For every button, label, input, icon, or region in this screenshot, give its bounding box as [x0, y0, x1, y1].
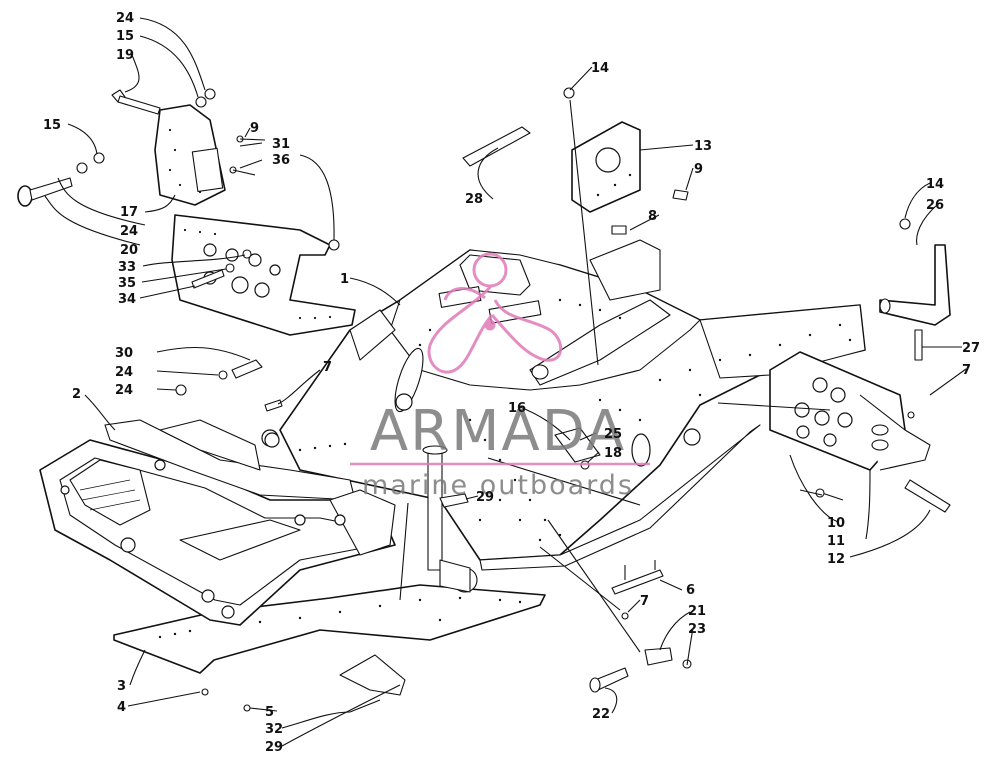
callout-29: 29: [476, 490, 494, 505]
callout-4: 4: [117, 700, 126, 715]
callout-28: 28: [465, 192, 483, 207]
washer-15b: [195, 96, 207, 108]
leader-lines: [44, 17, 967, 747]
mount-plate: [171, 214, 356, 336]
floor-plate: [113, 584, 546, 674]
bolt-29: [439, 493, 469, 508]
box-bracket: [589, 239, 661, 301]
bolt-19: [111, 89, 161, 115]
callout-32: 31: [272, 137, 290, 152]
bolt-27: [914, 329, 923, 361]
callout-6: 6: [686, 583, 695, 598]
callout-3: 3: [117, 679, 126, 694]
callout-9: 9: [694, 162, 703, 177]
callout-32: 32: [265, 722, 283, 737]
callout-7: 7: [962, 363, 971, 378]
callout-36: 36: [272, 153, 290, 168]
bolt-20: [17, 177, 73, 207]
callout-14: 14: [926, 177, 944, 192]
callout-23: 23: [688, 622, 706, 637]
callout-21: 21: [688, 604, 706, 619]
screw-4: [201, 688, 209, 696]
footrest-11: [769, 351, 931, 471]
washer-15a: [93, 152, 105, 164]
callout-10: 10: [827, 516, 845, 531]
callout-35: 35: [118, 276, 136, 291]
nut-14a: [563, 87, 575, 99]
plate-12: [904, 479, 951, 513]
callout-13: 13: [694, 139, 712, 154]
bracket-21: [644, 647, 673, 666]
callout-34: 34: [118, 292, 136, 307]
washer-24b: [218, 370, 228, 380]
callout-12: 12: [827, 552, 845, 567]
bolt-30: [231, 359, 263, 379]
callout-2: 2: [72, 387, 81, 402]
screw-5: [243, 704, 251, 712]
callout-33: 33: [118, 260, 136, 275]
watermark-tagline: marine outboards: [362, 470, 634, 501]
nut-33: [242, 249, 252, 259]
pin-7b: [621, 612, 629, 620]
callout-15: 15: [116, 29, 134, 44]
callout-14: 14: [591, 61, 609, 76]
pin-10: [821, 492, 844, 501]
watermark-name: ARMADA: [370, 399, 626, 464]
callout-22: 22: [592, 707, 610, 722]
callout-24: 24: [115, 365, 133, 380]
callouts: 24 15 19 15 9 31 36 17 24 20 33 35 34 1 …: [43, 11, 980, 755]
nut-24: [204, 88, 216, 100]
pin-7a: [264, 399, 283, 412]
callout-8: 8: [648, 209, 657, 224]
callout-15: 15: [43, 118, 61, 133]
callout-24: 24: [120, 224, 138, 239]
callout-30: 30: [115, 346, 133, 361]
pin-7c: [907, 411, 915, 419]
steering-bracket: [154, 104, 226, 206]
callout-26: 26: [926, 198, 944, 213]
washer-24a: [76, 162, 88, 174]
callout-31: 29: [265, 740, 283, 755]
callout-18: 18: [604, 446, 622, 461]
callout-16: 16: [508, 401, 526, 416]
callout-27: 27: [962, 341, 980, 356]
suspension-frame: [39, 419, 396, 626]
callout-24: 24: [115, 383, 133, 398]
bracket-13: [571, 121, 641, 213]
callout-19: 19: [116, 48, 134, 63]
callout-7: 7: [323, 360, 332, 375]
callout-11: 11: [827, 534, 845, 549]
callout-25: 25: [604, 427, 622, 442]
washer-35: [225, 263, 235, 273]
parts-drawing: [17, 87, 951, 713]
bracket-6: [611, 560, 664, 595]
callout-1: 1: [340, 272, 349, 287]
callout-20: 20: [120, 243, 138, 258]
callout-7: 7: [640, 594, 649, 609]
callout-9: 9: [250, 121, 259, 136]
callout-17: 17: [120, 205, 138, 220]
pin-8: [611, 225, 627, 235]
watermark: ARMADA marine outboards: [350, 252, 650, 501]
pin-9b: [672, 189, 689, 201]
callout-5: 5: [265, 705, 274, 720]
bracket-31: [339, 654, 406, 696]
main-chassis: [279, 249, 866, 593]
nut-14b: [899, 218, 911, 230]
bracket-26: [879, 244, 951, 326]
strip-28: [462, 126, 531, 167]
nut-24c: [175, 384, 187, 396]
nut-36: [328, 239, 340, 251]
watermark-logo: [427, 252, 563, 374]
callout-24: 24: [116, 11, 134, 26]
